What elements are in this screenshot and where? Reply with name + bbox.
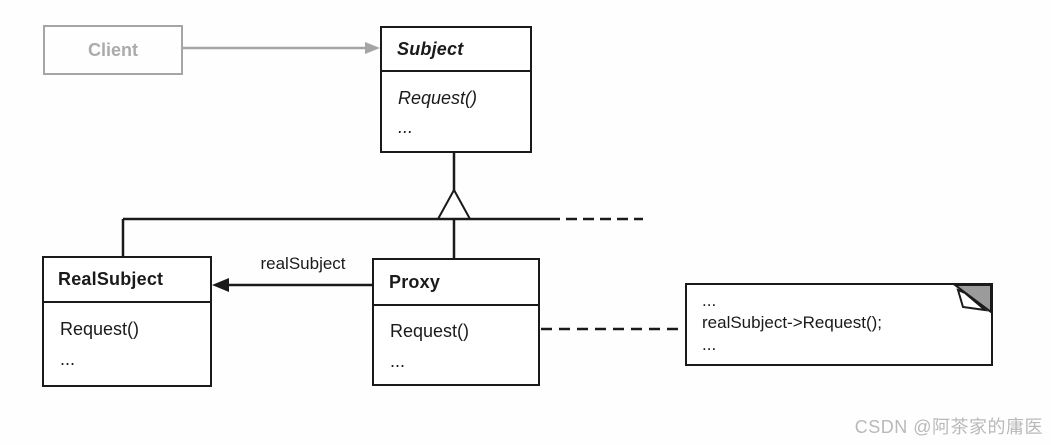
class-name-proxy: Proxy	[374, 260, 538, 306]
realsubject-method-ellipsis: ...	[60, 349, 76, 369]
note-line-1: ...	[702, 291, 717, 310]
class-box-realsubject: RealSubject Request() ...	[42, 256, 212, 387]
subject-method-request: Request()	[398, 88, 478, 108]
watermark-text: CSDN @阿茶家的庸医	[854, 417, 1043, 437]
note-line-3: ...	[702, 335, 717, 354]
inheritance-triangle-icon	[436, 187, 472, 220]
class-name-subject: Subject	[382, 28, 530, 72]
proxy-method-ellipsis: ...	[390, 351, 406, 371]
subject-method-ellipsis: ...	[398, 117, 414, 137]
proxy-realsubject-arrowhead-icon	[212, 278, 229, 292]
note-dogear-icon	[952, 284, 992, 314]
class-box-subject: Subject Request() ...	[380, 26, 532, 153]
association-label-realsubject: realSubject	[260, 254, 346, 273]
proxy-method-request: Request()	[390, 321, 470, 341]
note-line-2: realSubject->Request();	[702, 313, 883, 332]
class-name-realsubject: RealSubject	[44, 258, 210, 303]
class-box-proxy: Proxy Request() ...	[372, 258, 540, 386]
implementation-note: ... realSubject->Request(); ...	[685, 283, 993, 366]
class-box-client: Client	[43, 25, 183, 75]
client-subject-arrowhead-icon	[365, 42, 380, 54]
class-name-client: Client	[87, 39, 138, 60]
realsubject-method-request: Request()	[60, 319, 140, 339]
